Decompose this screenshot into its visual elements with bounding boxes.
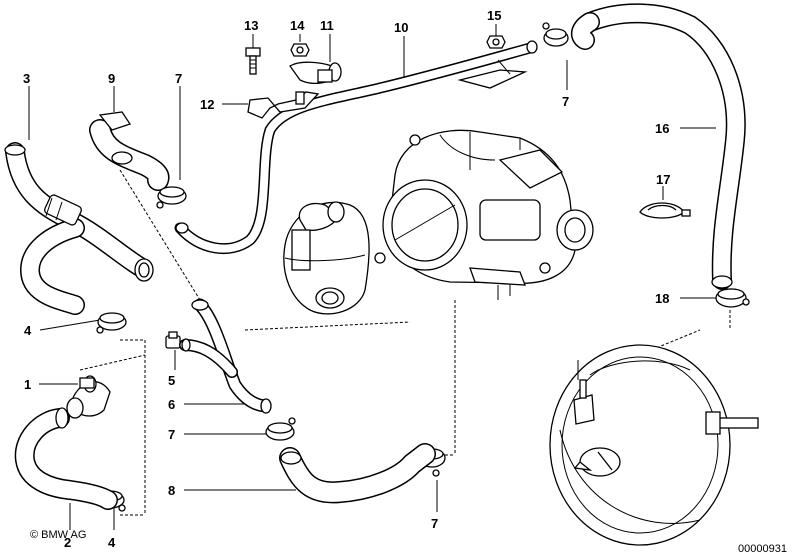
callout-labels: 3 9 7 12 13 14 11 10 15 7 16 17 18 4 1 5…: [23, 8, 670, 550]
label-17: 17: [656, 172, 670, 187]
fitting-1: [66, 375, 111, 419]
hose-8: [279, 443, 436, 504]
label-12: 12: [200, 97, 214, 112]
hose-9: [89, 111, 170, 191]
label-2: 2: [64, 535, 71, 550]
pipe-6: [179, 298, 272, 414]
bracket-parts: [245, 35, 506, 119]
hose-16: [570, 3, 746, 290]
label-4-upper: 4: [24, 323, 32, 338]
label-7-top-right: 7: [562, 94, 569, 109]
label-14: 14: [290, 18, 305, 33]
oil-separator: [283, 201, 370, 315]
image-number: 00000931: [738, 543, 787, 555]
label-18: 18: [655, 291, 669, 306]
label-6: 6: [168, 397, 175, 412]
hose-2: [14, 407, 118, 510]
label-16: 16: [655, 121, 669, 136]
label-11: 11: [320, 18, 334, 33]
label-9: 9: [108, 71, 115, 86]
label-7-bottom: 7: [431, 516, 438, 531]
label-10: 10: [394, 20, 408, 35]
label-4-lower: 4: [108, 535, 116, 550]
pipe-10: [174, 40, 538, 255]
hose-3: [4, 142, 154, 315]
throttle-body: [374, 129, 594, 300]
label-5: 5: [168, 373, 175, 388]
label-15: 15: [487, 8, 501, 23]
copyright-text: © BMW AG: [30, 529, 86, 541]
label-8: 8: [168, 483, 175, 498]
label-1: 1: [24, 377, 31, 392]
label-13: 13: [244, 18, 258, 33]
label-7-middle: 7: [168, 427, 175, 442]
leader-lines: [28, 24, 731, 530]
plug-5: [165, 331, 181, 349]
brake-booster: [549, 344, 759, 546]
label-3: 3: [23, 71, 30, 86]
label-7-upper: 7: [175, 71, 182, 86]
